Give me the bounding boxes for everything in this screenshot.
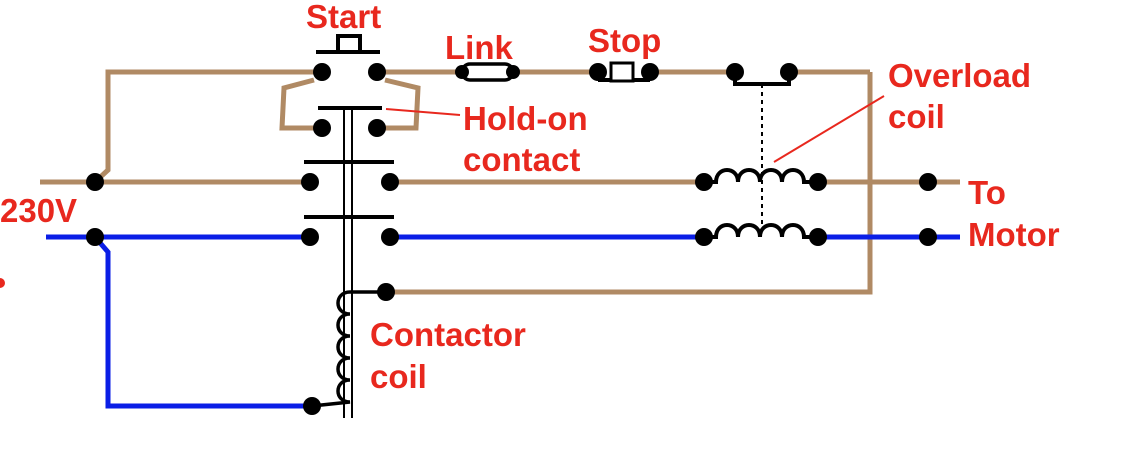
link-terminal-right (506, 65, 520, 79)
ol-live-terminal-left (695, 173, 713, 191)
label-overload-line2: coil (888, 98, 945, 135)
label-link: Link (445, 29, 513, 66)
label-start: Start (306, 0, 381, 35)
wire-neutral-to-coil (93, 235, 312, 409)
main-neutral-terminal-left (301, 228, 319, 246)
label-hold-on-line1: Hold-on (463, 100, 588, 137)
hold-on-terminal-left (313, 119, 331, 137)
edge-marker (0, 278, 5, 288)
overload-leader (773, 95, 885, 163)
label-stop: Stop (588, 22, 661, 59)
labels: Start Link Stop Overload coil Hold-on co… (0, 0, 1060, 395)
ol-neutral-terminal-right (809, 228, 827, 246)
contactor-coil-winding (311, 290, 386, 408)
label-hold-on-line2: contact (463, 141, 580, 178)
label-to-motor-line2: Motor (968, 216, 1060, 253)
start-terminal-right (368, 63, 386, 81)
overload-contact (726, 63, 798, 236)
link-fuse-body (460, 62, 515, 82)
motor-live-terminal (919, 173, 937, 191)
contactor-coil (303, 283, 395, 415)
stop-button-cap (609, 61, 635, 83)
stop-terminal-left (589, 63, 607, 81)
live-wiring (40, 69, 960, 295)
hold-on-terminal-right (368, 119, 386, 137)
hold-on-leader (385, 108, 461, 116)
coil-terminal-top (377, 283, 395, 301)
label-overload-line1: Overload (888, 57, 1031, 94)
start-pushbutton (313, 34, 386, 81)
main-live-terminal-right (381, 173, 399, 191)
label-to-motor-line1: To (968, 174, 1006, 211)
supply-neutral-junction (86, 228, 104, 246)
wire-hold-on-loop (279, 77, 421, 131)
link-fuse (455, 62, 520, 82)
label-supply-voltage: 230V (0, 192, 77, 229)
ol-neutral-terminal-left (695, 228, 713, 246)
stop-pushbutton (589, 61, 659, 83)
start-button-cap (316, 34, 380, 54)
supply-live-junction (86, 173, 104, 191)
overload-coil-live-winding (704, 168, 818, 184)
wire-return-to-coil (386, 72, 873, 295)
stop-terminal-right (641, 63, 659, 81)
main-live-terminal-left (301, 173, 319, 191)
label-contactor-line2: coil (370, 358, 427, 395)
label-contactor-line1: Contactor (370, 316, 526, 353)
terminals (0, 173, 937, 288)
ol-live-terminal-right (809, 173, 827, 191)
coil-terminal-bottom (303, 397, 321, 415)
overload-coil-live (695, 168, 827, 191)
leader-lines (385, 95, 885, 163)
contactor-contacts (301, 106, 399, 418)
main-neutral-terminal-right (381, 228, 399, 246)
overload-coil-neutral (695, 223, 827, 246)
overload-coil-neutral-winding (704, 223, 818, 239)
start-terminal-left (313, 63, 331, 81)
link-terminal-left (455, 65, 469, 79)
motor-neutral-terminal (919, 228, 937, 246)
